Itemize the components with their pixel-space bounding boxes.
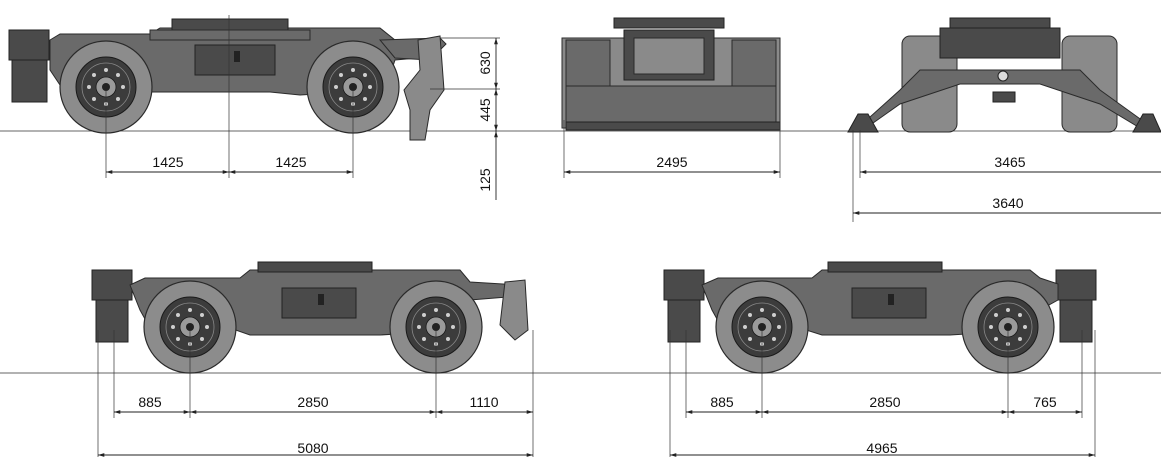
side-view-bottom-right: 885 2850 765 4965 [640,261,1161,457]
dim-height-upper: 630 [477,51,493,75]
dim-bl-wheelbase: 2850 [297,394,328,410]
dim-br-overall: 4965 [866,440,897,456]
dim-rear-overall: 3640 [992,195,1023,211]
side-view-top: 1425 1425 630 445 125 [0,15,560,200]
dim-bl-overall: 5080 [297,440,328,456]
dim-axle-front: 1425 [152,154,183,170]
dim-bl-rear-overhang: 1110 [469,394,498,410]
dim-bl-front-overhang: 885 [138,394,162,410]
side-view-bottom-left: 885 2850 1110 5080 [0,261,640,457]
dim-br-wheelbase: 2850 [869,394,900,410]
dim-br-front-overhang: 885 [710,394,734,410]
dim-height-low: 125 [477,168,493,192]
dim-height-mid: 445 [477,98,493,122]
dim-front-width: 2495 [656,154,687,170]
dim-axle-rear: 1425 [275,154,306,170]
rear-view: 3465 3640 [847,17,1161,222]
front-view: 2495 [560,17,850,178]
dim-rear-track: 3465 [994,154,1025,170]
dim-br-rear-overhang: 765 [1033,394,1057,410]
